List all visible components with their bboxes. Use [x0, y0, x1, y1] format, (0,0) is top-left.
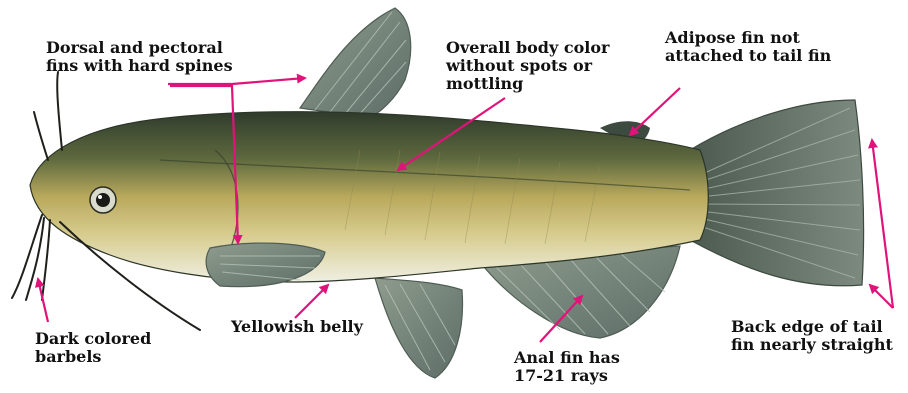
arrow-belly — [295, 285, 328, 318]
label-dorsal-pectoral-fins: Dorsal and pectoral fins with hard spine… — [46, 39, 233, 75]
label-belly: Yellowish belly — [231, 318, 363, 336]
label-adipose-fin: Adipose fin not attached to tail fin — [665, 29, 831, 65]
tail-fin — [690, 100, 864, 286]
label-body-color: Overall body color without spots or mott… — [446, 39, 609, 93]
arrow-adipose-fin — [630, 88, 680, 135]
label-anal-fin: Anal fin has 17-21 rays — [514, 349, 620, 385]
label-barbels: Dark colored barbels — [35, 330, 151, 366]
eye — [90, 187, 116, 213]
label-tail-edge: Back edge of tail fin nearly straight — [731, 318, 893, 354]
arrow-tail-top — [872, 140, 893, 308]
arrow-dorsal-fin — [168, 78, 305, 84]
dorsal-fin — [300, 8, 411, 118]
pelvic-fin — [375, 278, 463, 378]
